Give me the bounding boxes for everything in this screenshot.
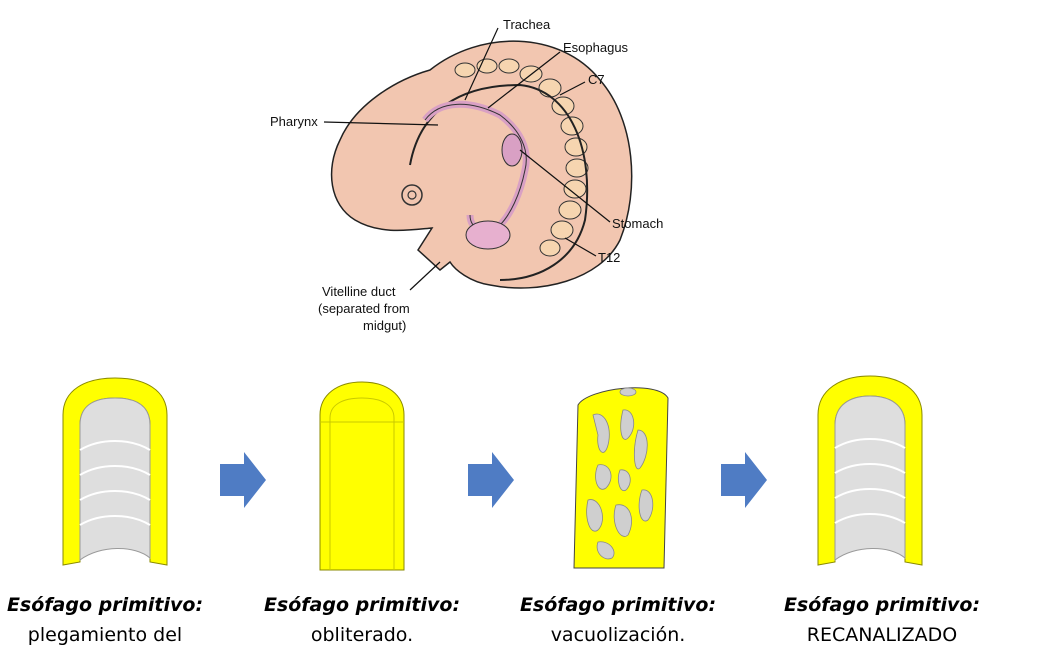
- stage-4-caption: Esófago primitivo: RECANALIZADO: [752, 590, 1012, 650]
- stage-1-subtitle: plegamiento del: [27, 624, 183, 646]
- label-trachea: Trachea: [503, 17, 551, 32]
- label-pharynx: Pharynx: [270, 114, 318, 129]
- stage-3-vacuolized-tube: [573, 387, 669, 569]
- stage-3-caption: Esófago primitivo: vacuolización.: [488, 590, 748, 650]
- stage-1-folded-tube: [62, 377, 168, 566]
- label-vitelline-note: (separated from: [318, 301, 410, 316]
- label-vitelline-duct: Vitelline duct: [322, 284, 396, 299]
- stage-1-title: Esófago primitivo:: [6, 594, 204, 616]
- stage-3-title: Esófago primitivo:: [519, 594, 717, 616]
- label-t12: T12: [598, 250, 620, 265]
- label-c7: C7: [588, 72, 605, 87]
- arrow-3-icon: [721, 452, 767, 508]
- label-stomach: Stomach: [612, 216, 663, 231]
- embryo-diagram: Trachea Esophagus C7 Pharynx Stomach T12…: [270, 17, 663, 333]
- stage-4-title: Esófago primitivo:: [783, 594, 981, 616]
- arrow-1-icon: [220, 452, 266, 508]
- stage-4-subtitle: RECANALIZADO: [806, 624, 958, 646]
- stage-2-caption: Esófago primitivo: obliterado.: [232, 590, 492, 650]
- stage-4-recanalized-tube: [817, 375, 923, 566]
- stage-1-caption: Esófago primitivo: plegamiento del: [0, 590, 235, 650]
- stage-2-subtitle: obliterado.: [310, 624, 414, 646]
- arrow-2-icon: [468, 452, 514, 508]
- stage-3-subtitle: vacuolización.: [550, 624, 686, 646]
- label-vitelline-midgut: midgut): [363, 318, 406, 333]
- stage-2-obliterated-tube: [319, 381, 405, 571]
- stage-2-title: Esófago primitivo:: [263, 594, 461, 616]
- label-esophagus: Esophagus: [563, 40, 629, 55]
